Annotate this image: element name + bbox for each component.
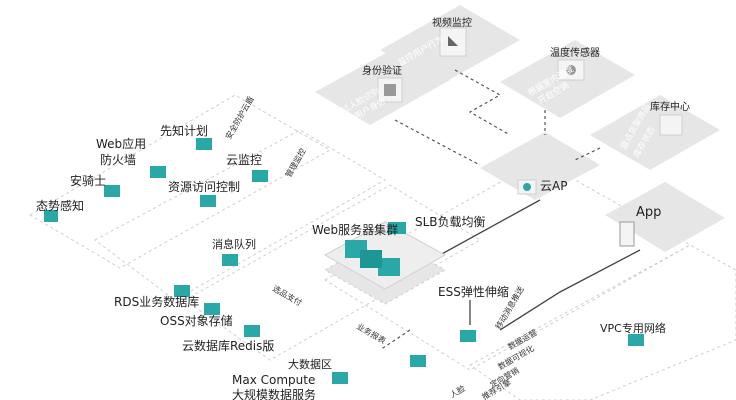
region-outlines [29,94,736,400]
web-region [324,159,692,371]
redis-icon [244,325,260,337]
cloud-monitor-icon [252,170,268,182]
cloud-ap-box [517,179,537,195]
label-video-monitor: 视频监控 [432,16,472,29]
middle-region [184,184,481,361]
label-an-qishi: 安骑士 [70,173,106,188]
label-max-compute-line2: 大规模数据服务 [232,387,316,400]
slb-icon [388,222,406,234]
label-cloud-ap: 云AP [540,179,567,193]
situation-icon [44,210,58,222]
pre-plan-icon [196,138,212,150]
security-icons [44,138,644,384]
report-icon [410,355,426,367]
firewall-icon [150,166,166,178]
text-business-report: 业务报表 [355,321,388,346]
oss-icon [204,303,220,315]
rds-icon [174,285,190,297]
app-box [619,221,635,247]
label-oss: OSS对象存储 [160,313,233,328]
panel-cloud-ap [480,132,600,200]
resource-access-icon [200,195,216,207]
label-app: App [636,205,661,220]
label-rds: RDS业务数据库 [114,294,199,309]
text-security-guard: 安全防护云盾 [223,94,256,141]
label-ess: ESS弹性伸缩 [438,284,509,299]
solid-links [439,199,641,331]
label-cloud-monitor: 云监控 [226,153,262,167]
security-region [29,94,332,269]
label-resource-access: 资源访问控制 [168,180,240,194]
icon-boxes [44,27,683,384]
web-cluster-block [323,221,447,305]
label-vpc: VPC专用网络 [600,321,666,335]
text-shopping-pay: 选品支付 [271,283,304,308]
vpc-icon [628,334,644,346]
text-face: 人脸 [448,383,467,400]
message-queue-icon [222,254,238,266]
max-compute-icon [332,372,348,384]
label-big-data: 大数据区 [288,357,332,371]
label-max-compute-line1: Max Compute [232,373,315,387]
label-pre-plan: 先知计划 [160,124,208,138]
label-redis: 云数据库Redis版 [182,338,274,353]
label-web-firewall-line2: 防火墙 [100,152,136,167]
monitor-region [94,129,386,301]
label-web-firewall-line1: Web应用 [96,136,146,151]
label-inventory: 库存中心 [650,100,690,113]
label-temp-sensor: 温度传感器 [550,46,600,59]
temp-sensor-box [557,59,585,81]
label-message-queue: 消息队列 [212,237,256,251]
label-slb: SLB负载均衡 [415,215,486,229]
inventory-box [659,114,683,136]
panel-app [605,182,725,252]
label-situation: 态势感知 [36,198,84,213]
connectors [379,69,601,351]
node-labels: 视频监控 温度传感器 身份验证 库存中心 云AP App VPC专用网络 Web… [36,16,690,400]
text-mgmt-monitor: 管理监控 [283,146,308,179]
label-id-verify: 身份验证 [362,64,402,77]
id-verify-box [377,77,403,103]
an-qishi-icon [104,185,120,197]
ess-node-icon [460,330,476,342]
panel-stock-check [590,95,720,170]
video-monitor-box [439,27,467,57]
label-web-cluster: Web服务器集群 [312,222,398,237]
